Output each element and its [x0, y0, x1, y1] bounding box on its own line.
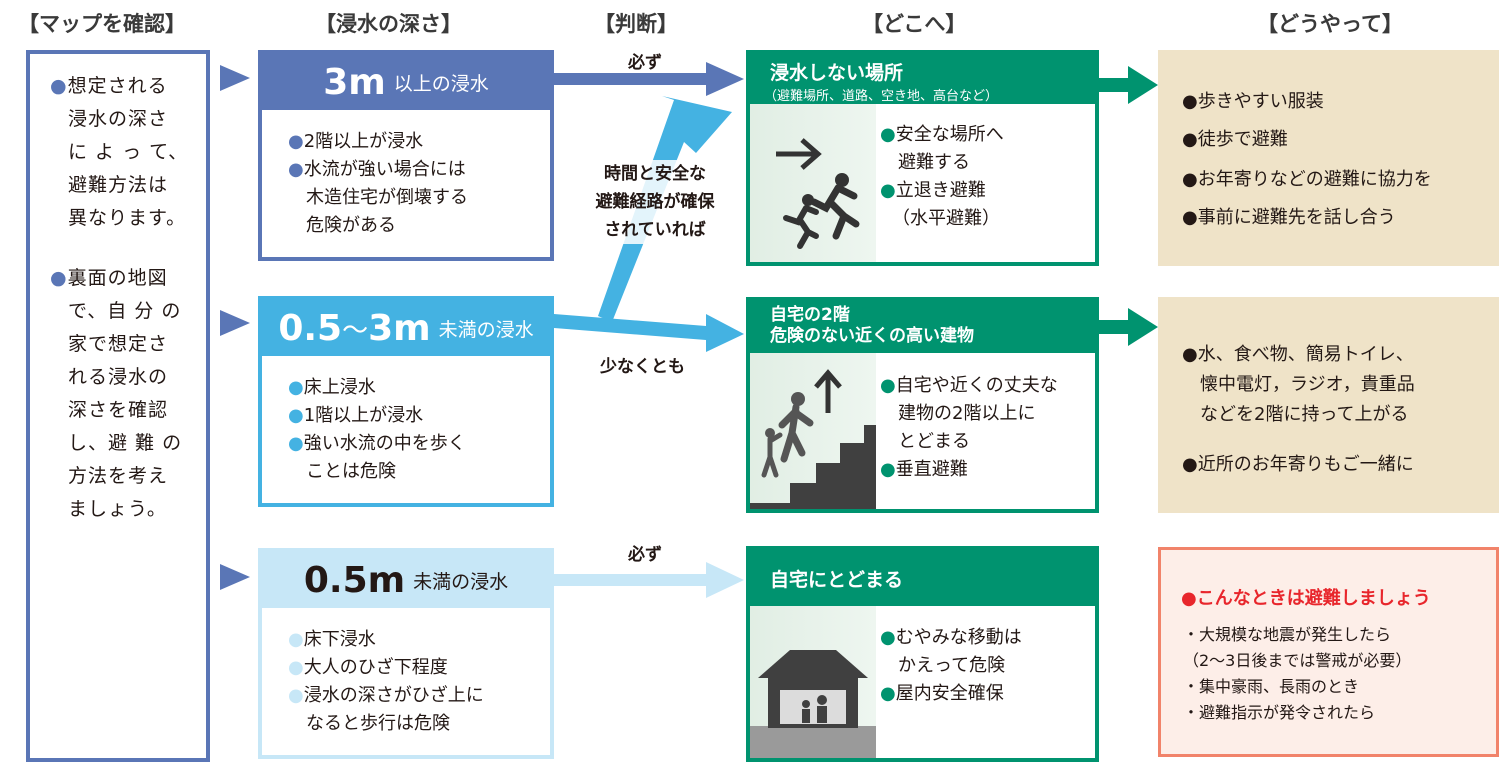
- pointer-triangle-05-3m: [220, 310, 250, 336]
- destination-panel-second-floor: 自宅の2階 危険のない近くの高い建物 ●自宅や近くの丈夫な 建物の2階以上に と…: [746, 297, 1099, 513]
- destination-list-stay-home: ●むやみな移動は かえって危険 ●屋内安全確保: [880, 627, 1022, 704]
- destination-panel-safe-place: 浸水しない場所 （避難場所、道路、空き地、高台など） ●安全な場所へ 避難する …: [746, 50, 1099, 266]
- judge-label-must-top: 必ず: [628, 53, 662, 73]
- destination-list-second-floor: ●自宅や近くの丈夫な 建物の2階以上に とどまる ●垂直避難: [880, 375, 1058, 480]
- map-check-panel: [26, 50, 210, 762]
- evacuation-alert-panel: ●こんなときは避難しましょう ・大規模な地震が発生したら （2〜3日後までは警戒…: [1158, 547, 1499, 757]
- map-check-para2: ●裏面の地図 で、自 分 の 家で想定さ れる浸水の 深さを確認 し、避 難 の…: [50, 267, 183, 520]
- house-shelter-icon: [750, 606, 876, 758]
- running-evacuation-icon: [750, 104, 876, 262]
- pointer-triangle-3m: [220, 65, 250, 91]
- arrow-to-how-2: [1098, 308, 1158, 346]
- destination-heading-second-floor: 自宅の2階 危険のない近くの高い建物: [750, 301, 1095, 353]
- judge-label-must-bottom: 必ず: [628, 545, 662, 565]
- arrow-diagonal-up: [598, 96, 732, 322]
- header-how: 【どうやって】: [1257, 12, 1403, 36]
- header-map: 【マップを確認】: [18, 12, 186, 36]
- depth-list-05-3m: ●床上浸水 ●1階以上が浸水 ●強い水流の中を歩く ことは危険: [288, 377, 466, 482]
- destination-heading-stay-home: 自宅にとどまる: [750, 550, 1095, 606]
- how-panel-2: ●水、食べ物、簡易トイレ、 懐中電灯，ラジオ，貴重品 などを2階に持って上がる …: [1158, 297, 1499, 513]
- header-depth: 【浸水の深さ】: [315, 12, 462, 36]
- depth-list-05m: ●床下浸水 ●大人のひざ下程度 ●浸水の深さがひざ上に なると歩行は危険: [288, 629, 484, 734]
- arrow-to-how-1: [1098, 66, 1158, 104]
- stairs-climb-icon: [750, 353, 876, 509]
- destination-panel-stay-home: 自宅にとどまる ●むやみな移動は かえって危険 ●屋内安全確保: [746, 546, 1099, 762]
- alert-title: ●こんなときは避難しましょう: [1181, 588, 1431, 609]
- destination-list-safe-place: ●安全な場所へ 避難する ●立退き避難 （水平避難）: [880, 124, 1004, 229]
- arrow-at-least: [554, 314, 744, 352]
- how-panel-1: ●歩きやすい服装 ●徒歩で避難 ●お年寄りなどの避難に協力を ●事前に避難先を話…: [1158, 50, 1499, 266]
- judge-label-conditional: 時間と安全な 避難経路が確保 されていれば: [570, 160, 740, 244]
- map-check-para1: ●想定される 浸水の深さ に よ っ て、 避難方法は 異なります。: [50, 75, 189, 229]
- depth-list-3m: ●2階以上が浸水 ●水流が強い場合には 木造住宅が倒壊する 危険がある: [288, 131, 468, 236]
- judgment-arrows: [554, 62, 744, 598]
- header-judge: 【判断】: [594, 12, 678, 36]
- destination-heading-safe-place: 浸水しない場所 （避難場所、道路、空き地、高台など）: [750, 54, 1095, 104]
- header-where: 【どこへ】: [862, 12, 967, 36]
- pointer-triangle-05m: [220, 564, 250, 590]
- arrow-must-bottom: [554, 562, 744, 598]
- judge-label-at-least: 少なくとも: [600, 357, 685, 377]
- arrow-must-top: [554, 62, 744, 96]
- alert-list: ・大規模な地震が発生したら （2〜3日後までは警戒が必要） ・集中豪雨、長雨のと…: [1183, 625, 1412, 722]
